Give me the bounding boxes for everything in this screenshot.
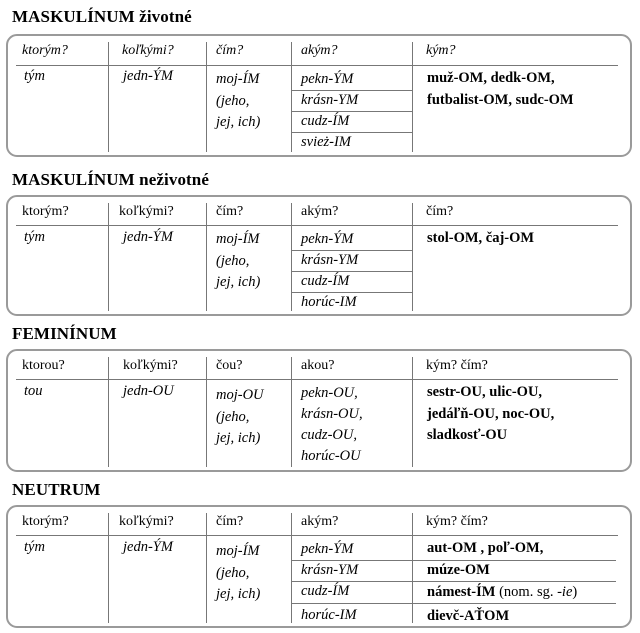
numeral-cell: jedn-ÝM (123, 68, 173, 84)
header-how-many: koľkými? (119, 514, 174, 529)
possessive-cell: moj-ÍM (jeho, jej, ich) (216, 231, 261, 290)
header-what-kind: akým? (301, 514, 339, 529)
header-divider (16, 535, 618, 536)
adjective-row-divider (291, 560, 616, 561)
column-divider (206, 357, 207, 467)
pronoun-cell: tým (24, 68, 45, 84)
header-what-kind: akým? (301, 204, 339, 219)
noun-cell: muž-OM, dedk-OM, futbalist-OM, sudc-OM (427, 70, 574, 108)
pronoun-cell: tým (24, 229, 45, 245)
column-divider (412, 513, 413, 623)
table-feminine: ktorou? koľkými? čou? akou? kým? čím? to… (6, 349, 632, 472)
header-what-kind: akým? (301, 43, 338, 58)
header-noun-question: čím? (426, 204, 454, 219)
column-divider (206, 203, 207, 311)
column-divider (206, 513, 207, 623)
numeral-cell: jedn-ÝM (123, 229, 173, 245)
column-divider (412, 203, 413, 311)
column-divider (291, 42, 292, 152)
adjective-cell: pekn-ÝM krásn-YM cudz-ÍM horúc-IM (301, 231, 359, 310)
adjective-row-divider (291, 603, 616, 604)
header-how-many: koľkými? (122, 43, 174, 58)
header-noun-question: kým? (426, 43, 456, 58)
header-what-kind: akou? (301, 358, 335, 373)
table-neuter: ktorým? koľkými? čím? akým? kým? čím? tý… (6, 505, 632, 628)
possessive-cell: moj-ÍM (jeho, jej, ich) (216, 543, 261, 602)
section-title-masculine-inanimate: MASKULÍNUM neživotné (12, 170, 210, 189)
header-whose: čím? (216, 204, 244, 219)
section-title-feminine: FEMINÍNUM (12, 324, 117, 343)
header-how-many: koľkými? (119, 204, 174, 219)
noun-cell-exception: námest-ÍM (nom. sg. -ie) (427, 584, 578, 600)
header-which: ktorou? (22, 358, 65, 373)
numeral-cell: jedn-ÝM (123, 539, 173, 555)
column-divider (291, 513, 292, 623)
possessive-cell: moj-OU (jeho, jej, ich) (216, 387, 264, 446)
section-title-masculine-animate: MASKULÍNUM životné (12, 7, 192, 26)
header-noun-question: kým? čím? (426, 358, 488, 373)
adjective-cell: pekn-ÝM krásn-YM cudz-ÍM svież-IM (301, 71, 359, 150)
header-which: ktorým? (22, 43, 68, 58)
header-divider (16, 65, 618, 66)
column-divider (108, 513, 109, 623)
column-divider (108, 42, 109, 152)
numeral-cell: jedn-OU (123, 383, 174, 399)
possessive-cell: moj-ÍM (jeho, jej, ich) (216, 71, 261, 130)
noun-cell: aut-OM , poľ-OM, múze-OM (427, 540, 544, 578)
adjective-row-divider (291, 250, 412, 251)
header-noun-question: kým? čím? (426, 514, 488, 529)
column-divider (108, 357, 109, 467)
adjective-row-divider (291, 111, 412, 112)
column-divider (291, 357, 292, 467)
section-title-neuter: NEUTRUM (12, 480, 101, 499)
adjective-cell: pekn-OU, krásn-OU, cudz-OU, horúc-OU (301, 385, 363, 464)
adjective-row-divider (291, 581, 616, 582)
table-masculine-animate: ktorým? koľkými? čím? akým? kým? tým jed… (6, 34, 632, 157)
adjective-row-divider (291, 90, 412, 91)
adjective-row-divider (291, 132, 412, 133)
header-divider (16, 225, 618, 226)
adjective-row-divider (291, 292, 412, 293)
noun-cell: sestr-OU, ulic-OU, jedáľň-OU, noc-OU, sl… (427, 384, 555, 443)
column-divider (291, 203, 292, 311)
header-whose: čou? (216, 358, 243, 373)
column-divider (206, 42, 207, 152)
pronoun-cell: tým (24, 539, 45, 555)
adjective-row-divider (291, 271, 412, 272)
pronoun-cell: tou (24, 383, 43, 399)
header-how-many: koľkými? (123, 358, 178, 373)
column-divider (412, 42, 413, 152)
header-whose: čím? (216, 43, 244, 58)
header-divider (16, 379, 618, 380)
header-whose: čím? (216, 514, 244, 529)
header-which: ktorým? (22, 204, 69, 219)
table-masculine-inanimate: ktorým? koľkými? čím? akým? čím? tým jed… (6, 195, 632, 316)
header-which: ktorým? (22, 514, 69, 529)
noun-cell: stol-OM, čaj-OM (427, 230, 535, 246)
noun-cell-last: dievč-AŤOM (427, 608, 510, 624)
adjective-cell: pekn-ÝM krásn-YM cudz-ÍM horúc-IM (301, 541, 359, 623)
column-divider (108, 203, 109, 311)
column-divider (412, 357, 413, 467)
